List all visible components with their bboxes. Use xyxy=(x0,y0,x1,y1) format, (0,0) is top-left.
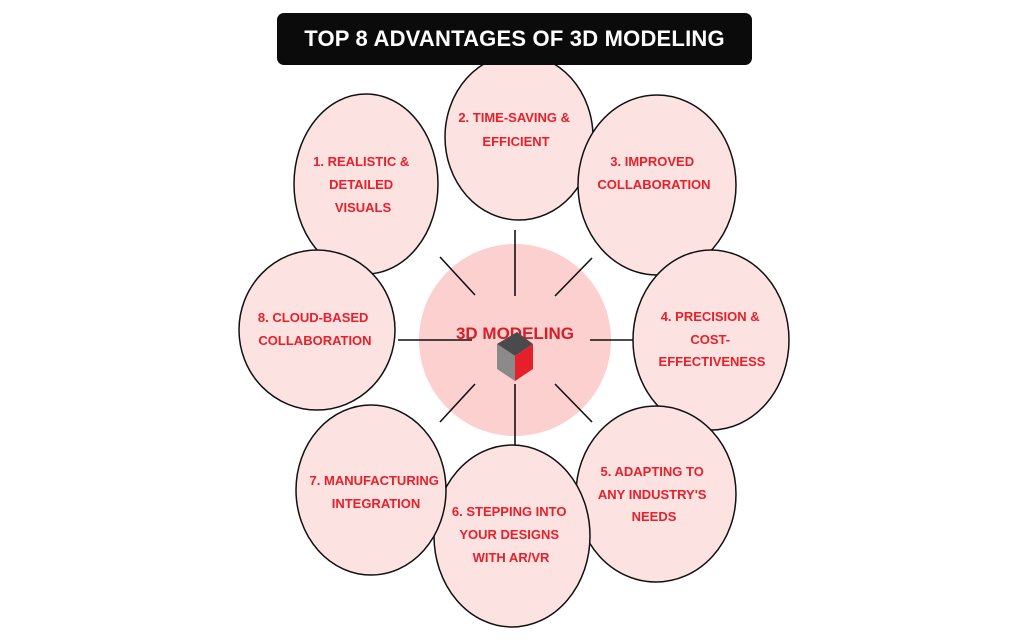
cube-icon xyxy=(497,332,533,381)
connector-5 xyxy=(554,383,593,423)
connectors xyxy=(398,230,635,450)
page-title: TOP 8 ADVANTAGES OF 3D MODELING xyxy=(304,26,725,51)
advantage-label-3: 3. IMPROVED COLLABORATION xyxy=(597,154,710,192)
advantage-node-7 xyxy=(295,404,447,576)
advantage-label-6: 6. STEPPING INTO YOUR DESIGNS WITH AR/VR xyxy=(452,504,570,565)
title-banner: TOP 8 ADVANTAGES OF 3D MODELING xyxy=(277,13,752,65)
connector-7 xyxy=(439,383,476,423)
connector-3 xyxy=(554,257,593,297)
advantage-nodes xyxy=(238,53,790,628)
advantage-label-1: 1. REALISTIC & DETAILED VISUALS xyxy=(313,154,413,215)
advantage-label-7: 7. MANUFACTURING INTEGRATION xyxy=(310,473,443,511)
connector-1 xyxy=(439,256,476,296)
advantage-label-2: 2. TIME-SAVING & EFFICIENT xyxy=(458,110,573,149)
advantage-node-8 xyxy=(238,249,396,411)
advantage-labels: 1. REALISTIC & DETAILED VISUALS 2. TIME-… xyxy=(258,110,766,565)
advantage-label-5: 5. ADAPTING TO ANY INDUSTRY'S NEEDS xyxy=(598,464,710,524)
advantage-label-4: 4. PRECISION & COST- EFFECTIVENESS xyxy=(659,309,766,369)
advantage-label-8: 8. CLOUD-BASED COLLABORATION xyxy=(258,310,372,348)
